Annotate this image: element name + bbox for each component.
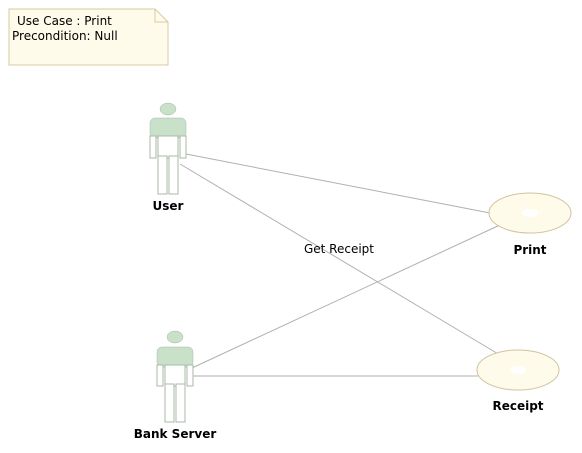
actor-bank-server-left-arm xyxy=(156,364,164,387)
association-user-receipt[interactable] xyxy=(179,163,501,356)
actor-bank-server-hips xyxy=(164,364,186,387)
actor-bank-server-left-leg xyxy=(164,383,175,423)
associations xyxy=(179,153,503,377)
precondition-note[interactable]: Use Case : Print Precondition: Null xyxy=(8,8,169,66)
actor-user[interactable]: User xyxy=(149,102,187,213)
actor-user-hips xyxy=(157,135,179,159)
actor-user-head xyxy=(159,102,177,116)
usecase-print-highlight xyxy=(522,209,538,217)
actor-user-left-leg xyxy=(157,155,168,195)
note-usecase-text: Use Case : Print xyxy=(17,14,112,28)
actor-user-right-leg xyxy=(168,155,179,195)
note-precondition-text: Precondition: Null xyxy=(12,29,118,43)
actor-user-label: User xyxy=(153,199,184,213)
actor-bank-server[interactable]: Bank Server xyxy=(134,330,217,441)
actor-user-torso xyxy=(149,117,187,139)
association-user-print[interactable] xyxy=(185,153,491,214)
association-label-get-receipt: Get Receipt xyxy=(304,242,374,256)
usecase-print[interactable]: Print xyxy=(488,192,572,257)
actor-user-left-arm xyxy=(149,135,157,159)
actor-bank-server-torso xyxy=(156,346,194,368)
usecase-print-label: Print xyxy=(513,243,546,257)
actor-bank-server-right-leg xyxy=(175,383,186,423)
usecase-receipt[interactable]: Receipt xyxy=(476,349,560,413)
usecase-receipt-label: Receipt xyxy=(492,399,543,413)
usecase-receipt-highlight xyxy=(510,366,526,374)
actor-bank-server-head xyxy=(166,330,184,344)
actor-bank-server-right-arm xyxy=(186,364,194,387)
actor-user-right-arm xyxy=(179,135,187,159)
association-bank-print[interactable] xyxy=(191,223,503,369)
actor-bank-server-label: Bank Server xyxy=(134,427,217,441)
